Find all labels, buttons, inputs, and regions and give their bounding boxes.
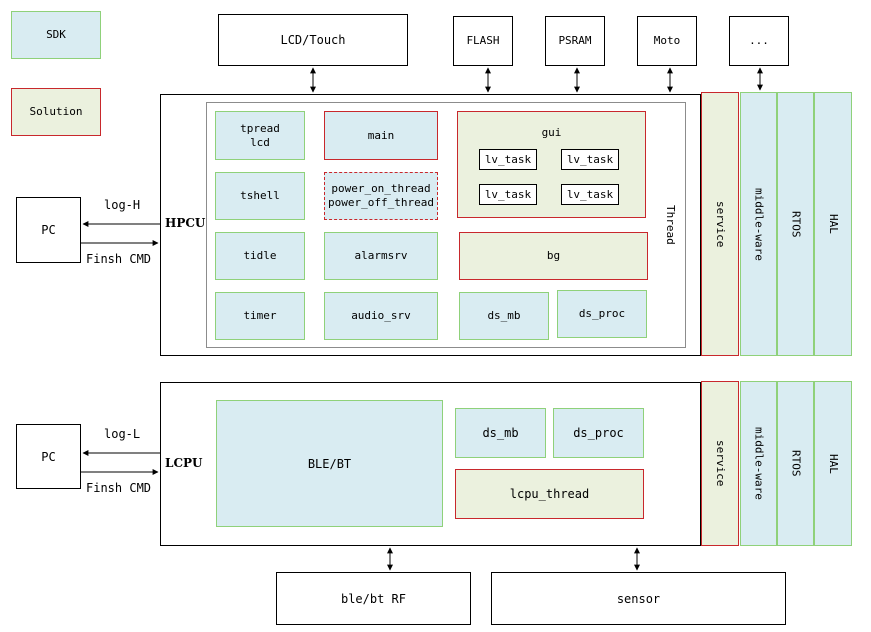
finsh-cmd-hpcu-label: Finsh CMD [86,252,152,266]
hpcu-rtos-layer: RTOS [777,92,814,356]
thread-frame [206,102,686,348]
alarmsrv-thread: alarmsrv [324,232,438,280]
pc-hpcu-label: PC [41,223,56,237]
lv-task-2-label: lv_task [566,152,614,166]
hpcu-label: HPCU [165,216,206,230]
lcpu-ds-mb-label: ds_mb [482,426,519,440]
lcpu-hal-label: HAL [827,453,840,474]
hpcu-service-label: service [714,200,727,248]
lv-task-2: lv_task [561,149,619,170]
timer-label: timer [243,309,277,322]
finsh-cmd-lcpu-label: Finsh CMD [86,481,152,495]
tshell-label: tshell [240,189,280,202]
sensor-label: sensor [616,591,661,606]
lv-task-1-label: lv_task [484,152,532,166]
tshell-thread: tshell [215,172,305,220]
tpread-lcd-label: tpread lcd [240,121,280,149]
hpcu-rtos-label: RTOS [789,210,803,238]
pc-lcpu-box: PC [16,424,81,489]
moto-box: Moto [637,16,697,66]
lcpu-thread-block: lcpu_thread [455,469,644,519]
lcpu-rtos-label: RTOS [789,450,803,477]
lcd-touch-box: LCD/Touch [218,14,408,66]
flash-label: FLASH [466,34,500,47]
hpcu-middleware-layer: middle-ware [740,92,777,356]
psram-box: PSRAM [545,16,605,66]
hpcu-ds-proc-thread: ds_proc [557,290,647,338]
pc-lcpu-label: PC [41,449,56,464]
lv-task-3-label: lv_task [484,187,532,201]
lcd-touch-label: LCD/Touch [280,33,346,47]
lcpu-service-layer: service [701,381,739,546]
tidle-label: tidle [243,249,277,262]
main-label: main [367,128,395,142]
timer-thread: timer [215,292,305,340]
hpcu-ds-proc-label: ds_proc [578,307,626,320]
hpcu-hal-label: HAL [827,214,840,234]
lcpu-ds-mb-block: ds_mb [455,408,546,458]
lcpu-label: LCPU [165,456,203,470]
thread-label: Thread [664,205,677,245]
power-thread: power_on_thread power_off_thread [324,172,438,220]
log-h-label: log-H [104,198,141,212]
tpread-lcd-thread: tpread lcd [215,111,305,160]
hpcu-ds-mb-label: ds_mb [487,309,521,322]
power-thread-label: power_on_thread power_off_thread [328,182,434,209]
lv-task-4: lv_task [561,184,619,205]
more-box: ... [729,16,789,66]
lv-task-1: lv_task [479,149,537,170]
hpcu-service-layer: service [701,92,739,356]
lcpu-ds-proc-label: ds_proc [573,426,624,440]
gui-label: gui [541,126,562,139]
hpcu-frame [160,94,701,356]
moto-label: Moto [653,34,681,47]
tidle-thread: tidle [215,232,305,280]
legend-solution: Solution [11,88,101,136]
alarmsrv-label: alarmsrv [354,249,408,262]
hpcu-middleware-label: middle-ware [752,187,766,261]
lcpu-thread-label: lcpu_thread [509,487,590,501]
legend-sdk-label: SDK [46,28,66,41]
hpcu-hal-layer: HAL [814,92,852,356]
lv-task-4-label: lv_task [566,187,614,201]
lcpu-frame [160,382,701,546]
psram-label: PSRAM [558,34,592,47]
log-l-label: log-L [104,427,141,441]
lv-task-3: lv_task [479,184,537,205]
lcpu-middleware-label: middle-ware [752,427,766,500]
bg-thread: bg [459,232,648,280]
sensor-box: sensor [491,572,786,625]
hpcu-ds-mb-thread: ds_mb [459,292,549,340]
more-label: ... [749,34,769,47]
audio-srv-thread: audio_srv [324,292,438,340]
main-thread: main [324,111,438,160]
legend-sdk: SDK [11,11,101,59]
legend-solution-label: Solution [29,105,83,118]
lcpu-rtos-layer: RTOS [777,381,814,546]
lcpu-service-label: service [714,440,727,487]
ble-rf-label: ble/bt RF [340,591,407,606]
lcpu-ds-proc-block: ds_proc [553,408,644,458]
ble-bt-label: BLE/BT [307,456,352,471]
ble-bt-block: BLE/BT [216,400,443,527]
lcpu-hal-layer: HAL [814,381,852,546]
bg-label: bg [546,249,561,262]
pc-hpcu-box: PC [16,197,81,263]
audio-srv-label: audio_srv [351,309,411,322]
flash-box: FLASH [453,16,513,66]
lcpu-middleware-layer: middle-ware [740,381,777,546]
ble-rf-box: ble/bt RF [276,572,471,625]
